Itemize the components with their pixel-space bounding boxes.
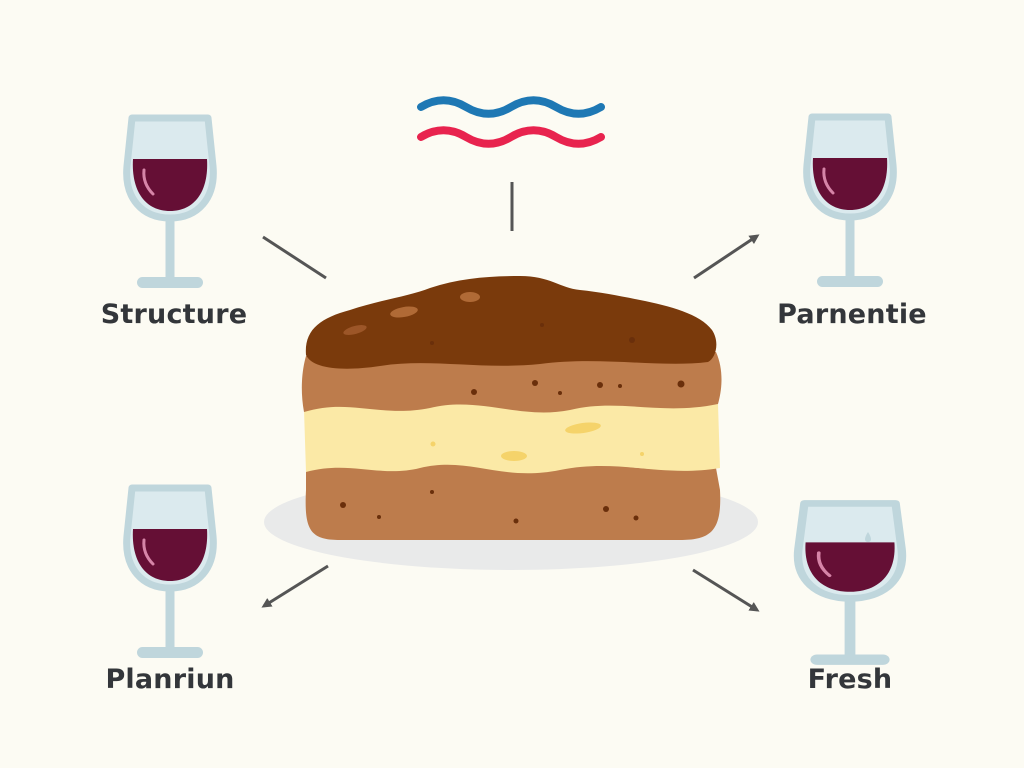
node-label-bottom-left: Planriun bbox=[105, 664, 235, 695]
arrow-bottom-right bbox=[692, 568, 760, 612]
wine-glass-icon bbox=[798, 503, 902, 665]
layered-cake bbox=[301, 276, 722, 540]
node-label-bottom-right: Fresh bbox=[807, 664, 893, 695]
wine-glass-icon bbox=[127, 118, 214, 288]
arrow-top-right bbox=[693, 234, 760, 280]
wavy-lines-icon bbox=[417, 96, 605, 148]
arrow-bottom-left bbox=[261, 564, 329, 608]
connector-line-top-left bbox=[262, 235, 327, 280]
node-label-top-right: Parnentie bbox=[777, 299, 927, 330]
node-label-top-left: Structure bbox=[100, 299, 248, 330]
wine-glass-icon bbox=[807, 117, 894, 287]
wine-glass-icon bbox=[127, 488, 214, 658]
